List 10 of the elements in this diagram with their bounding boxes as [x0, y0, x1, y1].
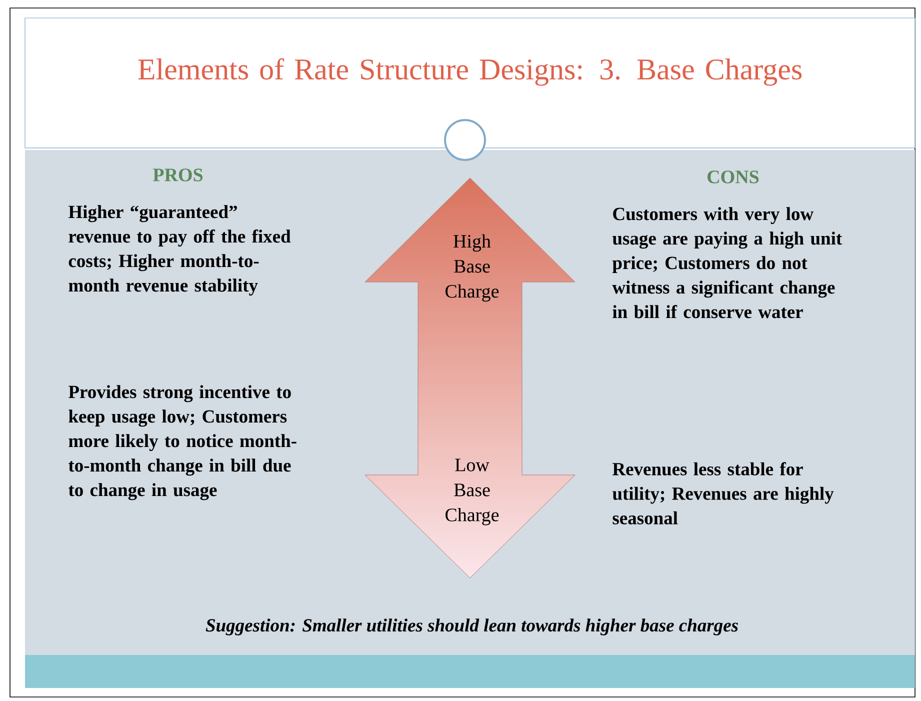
column-heading: CONS [708, 170, 759, 184]
column-heading: PROS [153, 168, 203, 182]
body-text: Revenues less stable for utility; Revenues are highly seasonal [612, 462, 834, 524]
body-text: Provides strong incentive to keep usage low; Customers more likely to notice month-to-month change in bill due to change in usage [68, 385, 296, 500]
body-text: Customers with very low usage are paying a high unit price; Customers do not witness a significant change in bill if conserve water [612, 207, 842, 318]
arrow-label: High Base Charge [446, 234, 499, 302]
body-text: Higher “guaranteed” revenue to pay off the fixed costs; Higher month-to-month revenue stability [68, 205, 291, 296]
suggestion-note: Suggestion: Smaller utilities should lean towards higher base charges [206, 618, 738, 636]
slide-title: Elements of Rate Structure Designs: 3. Base Charges [138, 58, 802, 86]
arrow-label: Low Base Charge [446, 458, 499, 526]
